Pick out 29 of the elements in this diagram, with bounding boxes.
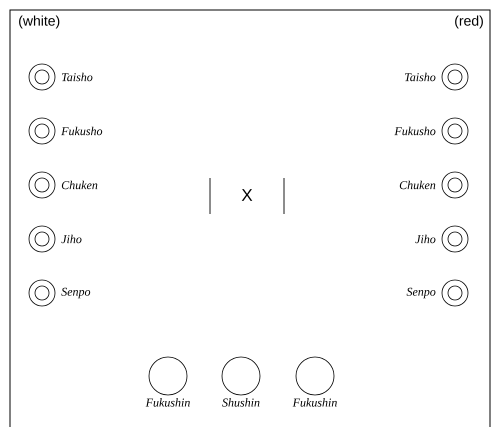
- player-name: Jiho: [415, 234, 436, 244]
- player-name: Shushin: [222, 398, 260, 407]
- player-name: Fukusho: [394, 126, 436, 136]
- target-circle: [28, 118, 56, 144]
- player-name: Chuken: [62, 180, 98, 190]
- target-circle: [442, 118, 468, 144]
- player-name: Taisho: [62, 72, 92, 82]
- target-circle: [442, 172, 468, 198]
- target-circle: [442, 64, 468, 90]
- team-label: (red): [455, 15, 483, 29]
- team-label: (white): [19, 15, 60, 29]
- player-name: Senpo: [406, 288, 436, 298]
- player-name: Fukusho: [61, 126, 102, 136]
- player-name: Chuken: [400, 180, 436, 190]
- player-name: Taisho: [405, 72, 436, 82]
- player-name: Fukushin: [146, 398, 190, 407]
- player-name: Jiho: [61, 234, 82, 244]
- target-circle: [28, 280, 56, 306]
- target-circle: [28, 64, 56, 90]
- target-circle: [442, 226, 468, 252]
- circle: [296, 356, 334, 396]
- target-circle: [28, 172, 56, 198]
- target-circle: [28, 226, 56, 252]
- target-circle: [442, 280, 468, 306]
- player-name: Fukushin: [292, 398, 337, 407]
- circle: [222, 356, 260, 396]
- circle: [148, 356, 188, 396]
- versus-mark: X: [242, 189, 252, 201]
- player-name: Senpo: [61, 288, 90, 298]
